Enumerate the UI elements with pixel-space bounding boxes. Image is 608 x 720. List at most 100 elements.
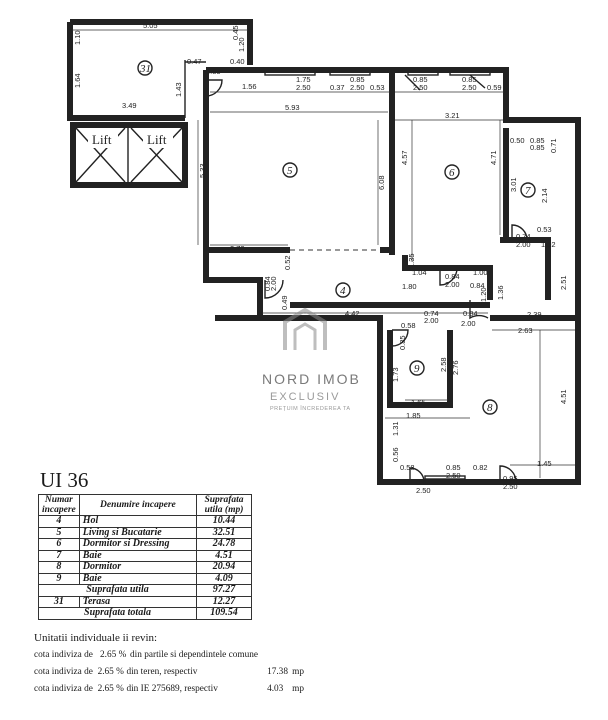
door xyxy=(439,267,458,286)
dim-label: 0.85 xyxy=(206,67,221,76)
exterior-wall-top xyxy=(206,67,581,432)
dim-label: 5.33 xyxy=(198,163,207,178)
dim-label: 1.31 xyxy=(391,421,400,436)
dim-label: 2.72 xyxy=(230,244,245,253)
dim-label: 0.74 xyxy=(424,309,439,318)
dim-label: 1.56 xyxy=(242,82,257,91)
dim-label: 5.93 xyxy=(285,103,300,112)
total-area-label: Suprafata totala xyxy=(38,607,197,620)
dim-label: 0.82 xyxy=(473,463,488,472)
table-row: 9 Baie 4.09 xyxy=(38,572,252,585)
dim-label: 1.35 xyxy=(407,253,416,268)
dim-label: 1.65 xyxy=(411,398,426,407)
room-area: 32.51 xyxy=(196,526,252,539)
terrace-number: 31 xyxy=(38,595,80,608)
table-row: 7 Baie 4.51 xyxy=(38,549,252,562)
dim-label: 0.85 xyxy=(530,143,545,152)
dim-label: 2.51 xyxy=(559,275,568,290)
quota-percent: 2.65 % xyxy=(97,666,124,677)
dim-label: 0.85 xyxy=(350,75,365,84)
dim-label: 1.36 xyxy=(496,285,505,300)
room-number: 9 xyxy=(38,572,80,585)
table-header-row: Numar incapere Denumire incapere Suprafa… xyxy=(38,494,252,516)
door xyxy=(409,467,425,483)
room-number: 5 xyxy=(38,526,80,539)
dim-label: 0.85 xyxy=(416,478,431,487)
dim-label: 2.50 xyxy=(416,486,431,495)
table-row: 4 Hol 10.44 xyxy=(38,515,252,528)
table-row: 5 Living si Bucatarie 32.51 xyxy=(38,526,252,539)
dim-label: 1.00 xyxy=(473,268,488,277)
dim-label: 0.84 xyxy=(470,281,485,290)
dim-label: 0.53 xyxy=(537,225,552,234)
quota-section: Unitatii individuale ii revin: cota indi… xyxy=(34,632,304,697)
door xyxy=(205,79,223,97)
dim-label: 0.85 xyxy=(413,75,428,84)
dim-label: 0.40 xyxy=(230,57,245,66)
dim-label: 2.50 xyxy=(503,482,518,491)
dim-label: 0.47 xyxy=(187,57,202,66)
dim-label: 0.85 xyxy=(462,75,477,84)
floor-plan: Lift Lift 31 5 6 7 4 xyxy=(67,19,581,495)
dim-label: 4.51 xyxy=(559,389,568,404)
dim-label: 0.85 xyxy=(398,335,407,350)
rooms-table: Numar incapere Denumire incapere Suprafa… xyxy=(38,494,252,620)
header-useful-area: Suprafata utila (mp) xyxy=(196,494,252,516)
room-number: 4 xyxy=(38,515,80,528)
room-number: 8 xyxy=(38,561,80,574)
quota-title: Unitatii individuale ii revin: xyxy=(34,632,158,644)
dim-label: 3.01 xyxy=(509,177,518,192)
dim-label: 1.85 xyxy=(406,411,421,420)
dim-label: 2.50 xyxy=(462,83,477,92)
quota-percent: 2.65 % xyxy=(97,683,124,694)
quota-unit: mp xyxy=(292,683,304,694)
lift-shaft xyxy=(70,122,188,188)
dimension-labels: 5.05 1.10 0.45 1.20 1.64 3.49 1.43 0.47 … xyxy=(73,21,568,495)
dim-label: 1.02 xyxy=(541,240,556,249)
lift-label: Lift xyxy=(147,132,167,147)
exterior-wall-bottom xyxy=(215,315,581,485)
quota-description: din IE 275689, respectiv xyxy=(126,683,218,694)
room-number-31: 31 xyxy=(139,63,151,75)
dim-label: 2.50 xyxy=(413,83,428,92)
terrace-row: 31 Terasa 12.27 xyxy=(38,595,252,608)
dim-label: 1.64 xyxy=(73,73,82,88)
dim-label: 0.84 xyxy=(263,276,272,291)
room-number-7: 7 xyxy=(525,185,531,197)
header-room-number: Numar incapere xyxy=(38,494,80,516)
dim-label: 2.00 xyxy=(516,240,531,249)
window xyxy=(264,71,316,76)
total-area-value: 109.54 xyxy=(196,607,252,620)
quota-row: cota indiviza de 2.65 % din teren, respe… xyxy=(34,663,304,680)
total-area-row: Suprafata totala 109.54 xyxy=(38,607,252,620)
dim-label: 2.39 xyxy=(527,310,542,319)
lift-label: Lift xyxy=(92,132,112,147)
dim-label: 4.57 xyxy=(400,150,409,165)
quota-description: din teren, respectiv xyxy=(126,666,198,677)
dim-label: 0.45 xyxy=(231,25,240,40)
terrace-name: Terasa xyxy=(78,595,198,608)
dim-label: 2.14 xyxy=(540,188,549,203)
quota-value: 4.03 xyxy=(267,683,284,694)
dim-label: 0.85 xyxy=(530,136,545,145)
dim-label: 1.20 xyxy=(237,37,246,52)
dim-label: 2.00 xyxy=(461,319,476,328)
watermark-title: NORD IMOB xyxy=(262,371,361,387)
dim-label: 2.00 xyxy=(445,280,460,289)
dim-label: 0.50 xyxy=(510,136,525,145)
quota-value: 17.38 xyxy=(267,666,288,677)
dim-label: 1.73 xyxy=(391,367,400,382)
dim-label: 1.04 xyxy=(412,268,427,277)
room-area: 20.94 xyxy=(196,561,252,574)
dim-label: 2.00 xyxy=(269,276,278,291)
room-name: Dormitor si Dressing xyxy=(78,538,198,551)
dim-label: 2.58 xyxy=(439,357,448,372)
dim-label: 0.74 xyxy=(516,232,531,241)
dim-label: 0.56 xyxy=(391,447,400,462)
dim-label: 1.10 xyxy=(73,30,82,45)
dim-label: 2.50 xyxy=(296,83,311,92)
room-number: 6 xyxy=(38,538,80,551)
watermark-logo xyxy=(283,307,327,350)
dim-label: 0.37 xyxy=(330,83,345,92)
room-number: 7 xyxy=(38,549,80,562)
